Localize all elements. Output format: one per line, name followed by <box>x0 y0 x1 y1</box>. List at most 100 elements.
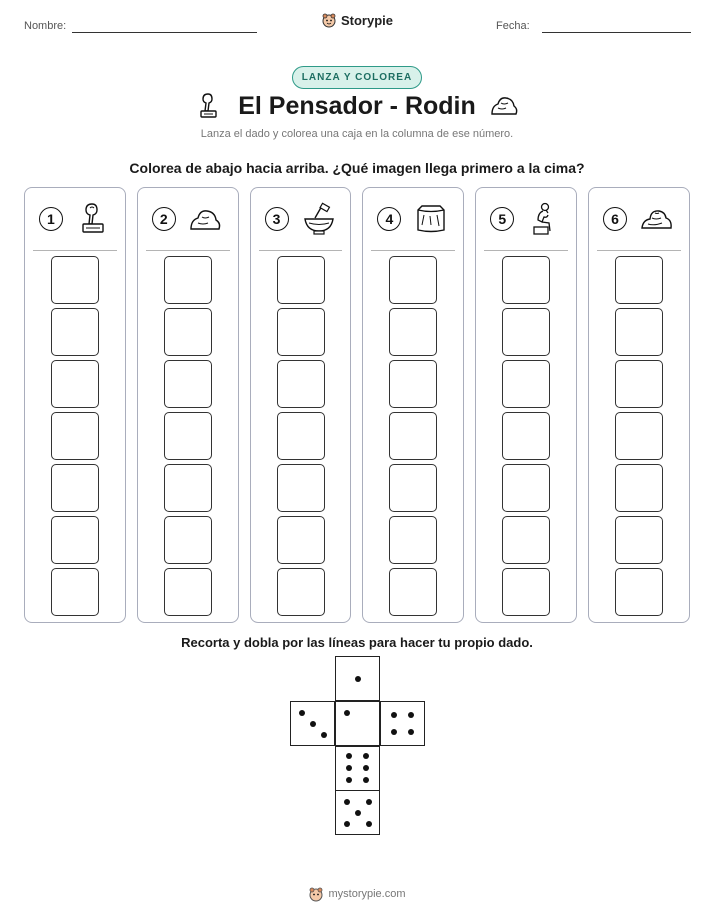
box-stack <box>138 256 238 616</box>
box-stack <box>589 256 689 616</box>
color-box[interactable] <box>615 516 664 564</box>
color-box[interactable] <box>50 308 99 356</box>
die-face-center <box>335 701 380 746</box>
instruction: Colorea de abajo hacia arriba. ¿Qué imag… <box>129 160 585 176</box>
race-columns: 1 2 <box>24 187 690 623</box>
clay-lump-icon <box>190 210 220 230</box>
color-box[interactable] <box>163 516 212 564</box>
color-box[interactable] <box>276 568 325 616</box>
color-box[interactable] <box>615 308 664 356</box>
die-pip <box>363 753 369 759</box>
color-box[interactable] <box>502 256 551 304</box>
color-box[interactable] <box>502 516 551 564</box>
die-face-5 <box>335 790 380 835</box>
column-header: 1 <box>25 188 125 250</box>
color-box[interactable] <box>276 256 325 304</box>
column-divider <box>597 250 681 251</box>
storypie-logo-icon <box>309 887 323 902</box>
die-pip <box>366 821 372 827</box>
die-pip <box>363 765 369 771</box>
color-box[interactable] <box>615 360 664 408</box>
thinker-statue-icon <box>533 202 551 235</box>
color-box[interactable] <box>615 256 664 304</box>
page-title: El Pensador - Rodin <box>238 91 476 120</box>
title-row: El Pensador - Rodin <box>0 90 714 122</box>
die-pip <box>355 676 361 682</box>
die-pip <box>346 777 352 783</box>
activity-badge: LANZA Y COLOREA <box>291 66 423 89</box>
color-box[interactable] <box>276 516 325 564</box>
column-3: 3 <box>249 187 352 623</box>
die-face-3 <box>290 701 335 746</box>
color-box[interactable] <box>389 568 438 616</box>
color-box[interactable] <box>276 308 325 356</box>
color-box[interactable] <box>163 360 212 408</box>
name-label: Nombre: <box>24 20 67 32</box>
color-box[interactable] <box>50 256 99 304</box>
column-5: 5 <box>475 187 578 623</box>
color-box[interactable] <box>50 516 99 564</box>
column-number: 6 <box>603 207 628 231</box>
color-box[interactable] <box>163 308 212 356</box>
column-2: 2 <box>136 187 239 623</box>
column-header: 4 <box>363 188 463 250</box>
clay-tools-icon <box>200 93 217 118</box>
color-box[interactable] <box>389 308 438 356</box>
color-box[interactable] <box>502 464 551 512</box>
cut-instruction: Recorta y dobla por las líneas para hace… <box>181 635 533 650</box>
color-box[interactable] <box>276 412 325 460</box>
die-pip <box>344 799 350 805</box>
name-line[interactable] <box>72 32 257 33</box>
brand: Storypie <box>0 12 714 28</box>
column-1: 1 <box>24 187 126 623</box>
column-number: 4 <box>377 207 402 231</box>
box-stack <box>363 256 463 616</box>
mixing-bowl-icon <box>303 202 334 235</box>
color-box[interactable] <box>389 412 438 460</box>
die-face-6 <box>335 746 380 791</box>
color-box[interactable] <box>50 360 99 408</box>
color-box[interactable] <box>615 412 664 460</box>
color-box[interactable] <box>50 412 99 460</box>
die-face-4 <box>380 701 425 746</box>
color-box[interactable] <box>502 412 551 460</box>
color-box[interactable] <box>615 464 664 512</box>
color-box[interactable] <box>389 256 438 304</box>
color-box[interactable] <box>276 464 325 512</box>
color-box[interactable] <box>502 360 551 408</box>
box-stack <box>251 256 351 616</box>
color-box[interactable] <box>163 464 212 512</box>
die-pip <box>321 732 327 738</box>
column-header: 2 <box>138 188 238 250</box>
date-line[interactable] <box>542 32 691 33</box>
color-box[interactable] <box>615 568 664 616</box>
die-pip <box>344 710 350 716</box>
color-box[interactable] <box>276 360 325 408</box>
column-number: 5 <box>490 207 515 231</box>
box-stack <box>476 256 576 616</box>
box-stack <box>25 256 125 616</box>
die-face-1 <box>335 656 380 701</box>
column-header: 3 <box>251 188 351 250</box>
color-box[interactable] <box>389 516 438 564</box>
clay-tools-icon <box>82 203 104 233</box>
subtitle: Lanza el dado y colorea una caja en la c… <box>200 128 514 140</box>
column-6: 6 <box>588 187 690 623</box>
die-pip <box>355 810 361 816</box>
die-net <box>290 656 425 835</box>
badge-wrap: LANZA Y COLOREA <box>0 66 714 89</box>
color-box[interactable] <box>502 568 551 616</box>
color-box[interactable] <box>50 464 99 512</box>
color-box[interactable] <box>389 464 438 512</box>
column-header: 5 <box>476 188 576 250</box>
color-box[interactable] <box>502 308 551 356</box>
color-box[interactable] <box>163 412 212 460</box>
die-pip <box>346 753 352 759</box>
column-header: 6 <box>589 188 689 250</box>
column-number: 3 <box>264 207 289 231</box>
color-box[interactable] <box>163 256 212 304</box>
die-pip <box>310 721 316 727</box>
color-box[interactable] <box>163 568 212 616</box>
color-box[interactable] <box>50 568 99 616</box>
color-box[interactable] <box>389 360 438 408</box>
